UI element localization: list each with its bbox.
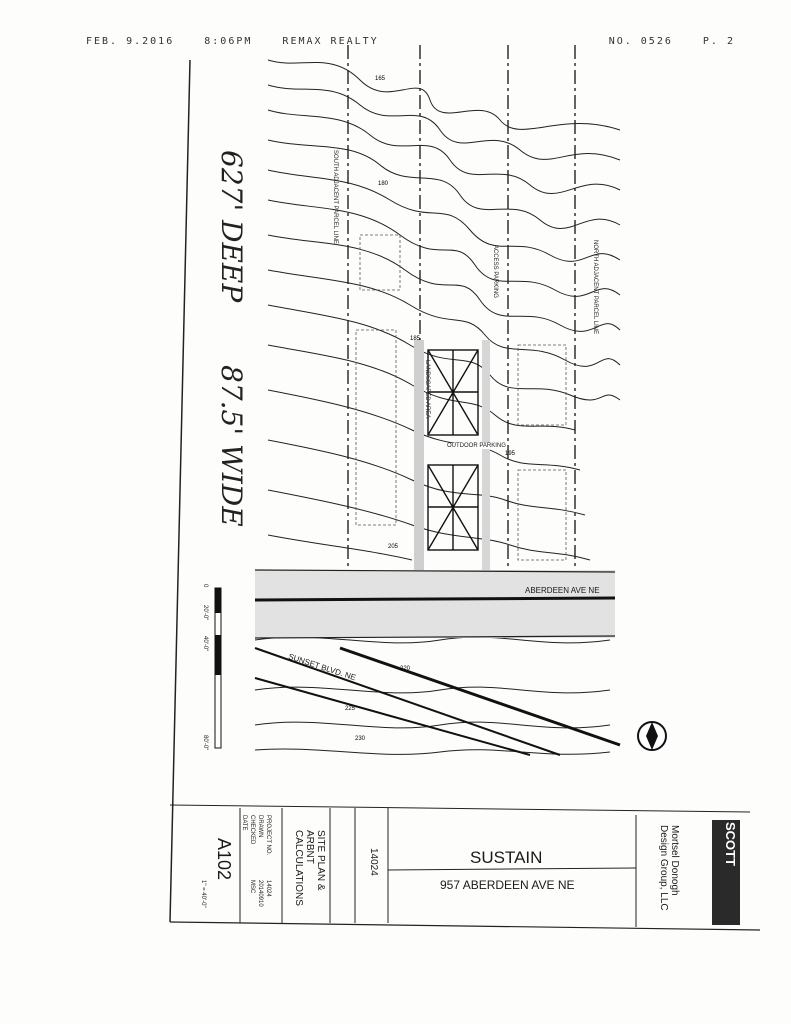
project-name: SUSTAIN <box>470 848 543 867</box>
scale-tick-20: 20'-0" <box>202 605 208 621</box>
outdoor-parking-label: OUTDOOR PARKING <box>447 443 506 449</box>
fax-number: NO. 0526 <box>608 36 673 47</box>
access-parking-label: ACCESS PARKING <box>492 245 498 298</box>
contour-label: 180 <box>378 181 389 187</box>
title-block-values: 14024 20140910 MSC <box>248 880 272 920</box>
scale-tick-80: 80'-0" <box>202 735 208 751</box>
fax-sender: REMAX REALTY <box>282 36 379 47</box>
sheet-title: SITE PLAN & ARBNT CALCULATIONS <box>293 830 326 906</box>
contour-label: 225 <box>345 706 356 712</box>
contour-label: 220 <box>400 666 411 672</box>
fax-date: FEB. 9.2016 <box>86 36 175 47</box>
contour-label: 185 <box>410 336 421 342</box>
value-drawn: 20140910 <box>257 880 263 907</box>
project-number: 14024 <box>368 848 379 876</box>
street-label: ABERDEEN AVE NE <box>525 586 600 595</box>
fax-time: 8:06PM <box>204 36 253 47</box>
scale-tick-0: 0 <box>202 584 208 588</box>
landscaped-area-label: LANDSCAPED AREA <box>424 360 430 419</box>
width-handwriting: 87.5' WIDE <box>215 365 248 527</box>
north-parcel-label: NORTH ADJACENT PARCEL LINE <box>592 240 598 335</box>
value-project-no: 14024 <box>265 880 271 897</box>
contour-label: 205 <box>388 544 399 550</box>
contour-label: 165 <box>375 76 386 82</box>
firm-logo: SCOTT <box>723 822 738 867</box>
scale-tick-40: 40'-0" <box>202 636 208 652</box>
firm-name: Mortsel Donogh Design Group, LLC <box>658 825 680 911</box>
contour-label: 230 <box>355 736 366 742</box>
value-date: MSC <box>249 880 255 894</box>
contour-label: 195 <box>505 451 516 457</box>
fax-page: P. 2 <box>702 36 735 47</box>
project-address: 957 ABERDEEN AVE NE <box>440 878 575 892</box>
scale-note: 1" = 40'-0" <box>200 880 206 908</box>
depth-handwriting: 627' DEEP <box>215 150 248 303</box>
field-date: DATE <box>241 815 247 831</box>
south-parcel-label: SOUTH ADJACENT PARCEL LINE <box>332 150 338 244</box>
sheet-number: A102 <box>214 838 234 881</box>
fax-header: FEB. 9.2016 8:06PM REMAX REALTY NO. 0526… <box>86 36 757 47</box>
